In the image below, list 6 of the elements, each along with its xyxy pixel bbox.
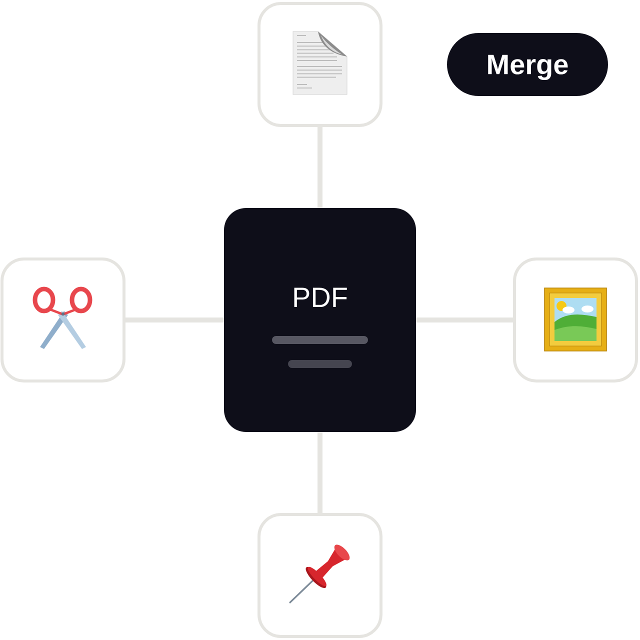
connector-line — [126, 318, 224, 322]
connector-line — [318, 127, 322, 208]
badge: Merge — [447, 33, 608, 96]
main-box: PDF — [224, 208, 416, 432]
connector-line — [416, 318, 513, 322]
connector-line — [318, 432, 322, 513]
